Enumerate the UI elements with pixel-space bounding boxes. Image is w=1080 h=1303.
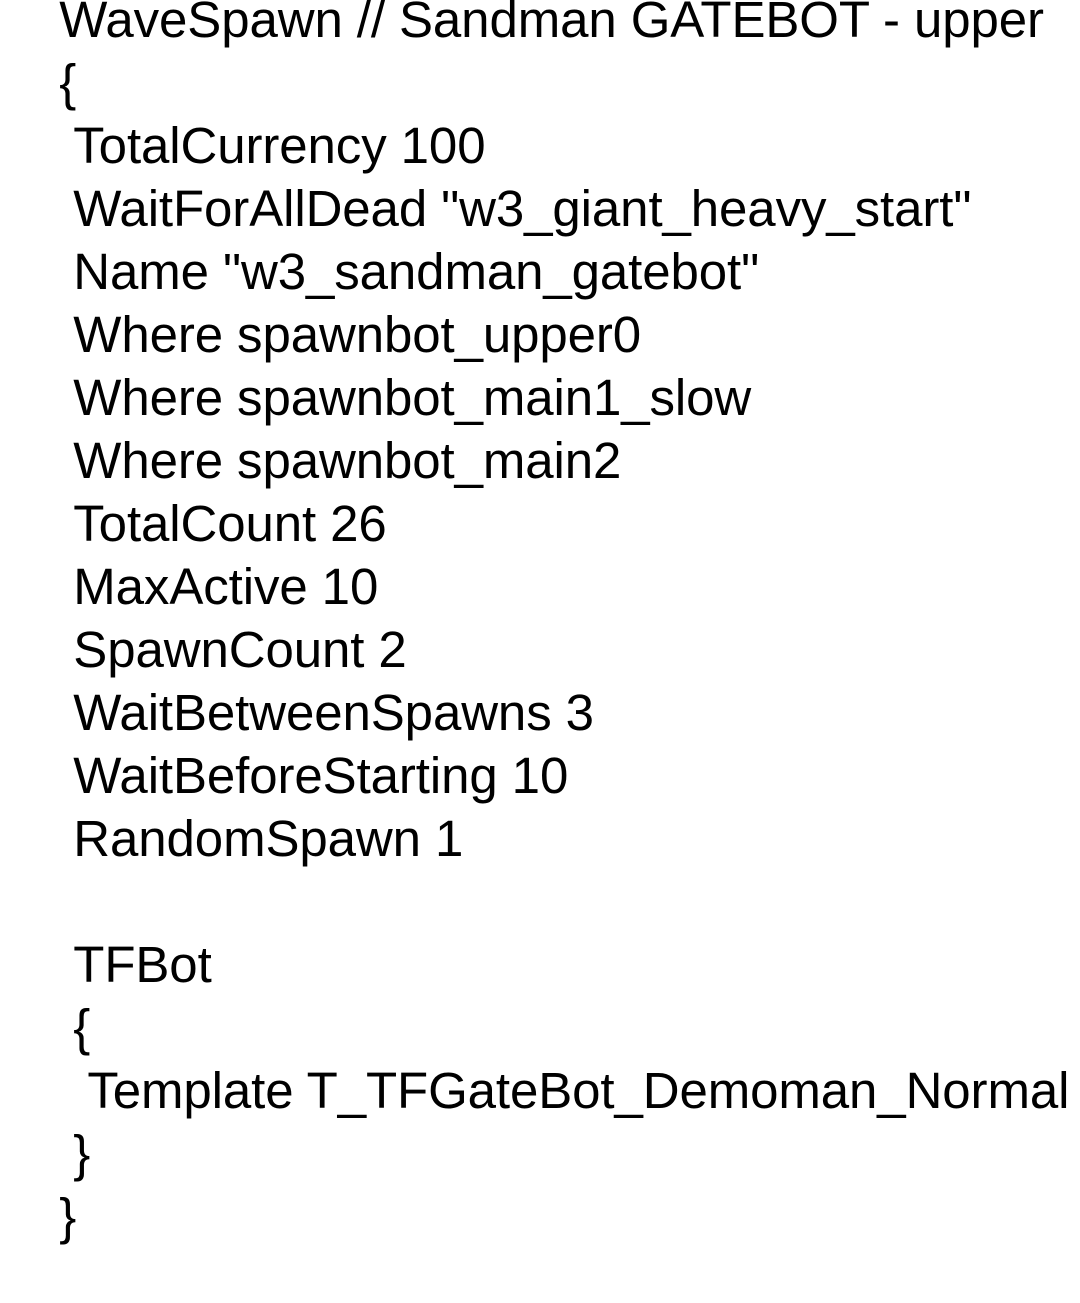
code-line: WaitForAllDead "w3_giant_heavy_start" bbox=[17, 180, 972, 237]
code-line: MaxActive 10 bbox=[17, 558, 379, 615]
code-line: WaveSpawn // Sandman GATEBOT - upper bbox=[17, 0, 1044, 48]
code-line: WaitBeforeStarting 10 bbox=[17, 747, 569, 804]
code-line: Name "w3_sandman_gatebot" bbox=[17, 243, 760, 300]
code-line: WaitBetweenSpawns 3 bbox=[17, 684, 594, 741]
code-line: Where spawnbot_upper0 bbox=[17, 306, 642, 363]
code-line: TotalCurrency 100 bbox=[17, 117, 486, 174]
code-line: TotalCount 26 bbox=[17, 495, 387, 552]
code-line: } bbox=[17, 1188, 77, 1245]
code-line: Template T_TFGateBot_Demoman_Normal bbox=[17, 1062, 1070, 1119]
code-line: } bbox=[17, 1125, 91, 1182]
code-line: TFBot bbox=[17, 936, 212, 993]
code-line: RandomSpawn 1 bbox=[17, 810, 464, 867]
popfile-code-block[interactable]: WaveSpawn // Sandman GATEBOT - upper { T… bbox=[17, 0, 1080, 1248]
code-line: Where spawnbot_main1_slow bbox=[17, 369, 752, 426]
code-line: { bbox=[17, 54, 77, 111]
code-line: Where spawnbot_main2 bbox=[17, 432, 622, 489]
code-line: { bbox=[17, 999, 91, 1056]
code-line bbox=[17, 870, 1080, 933]
code-line: SpawnCount 2 bbox=[17, 621, 407, 678]
